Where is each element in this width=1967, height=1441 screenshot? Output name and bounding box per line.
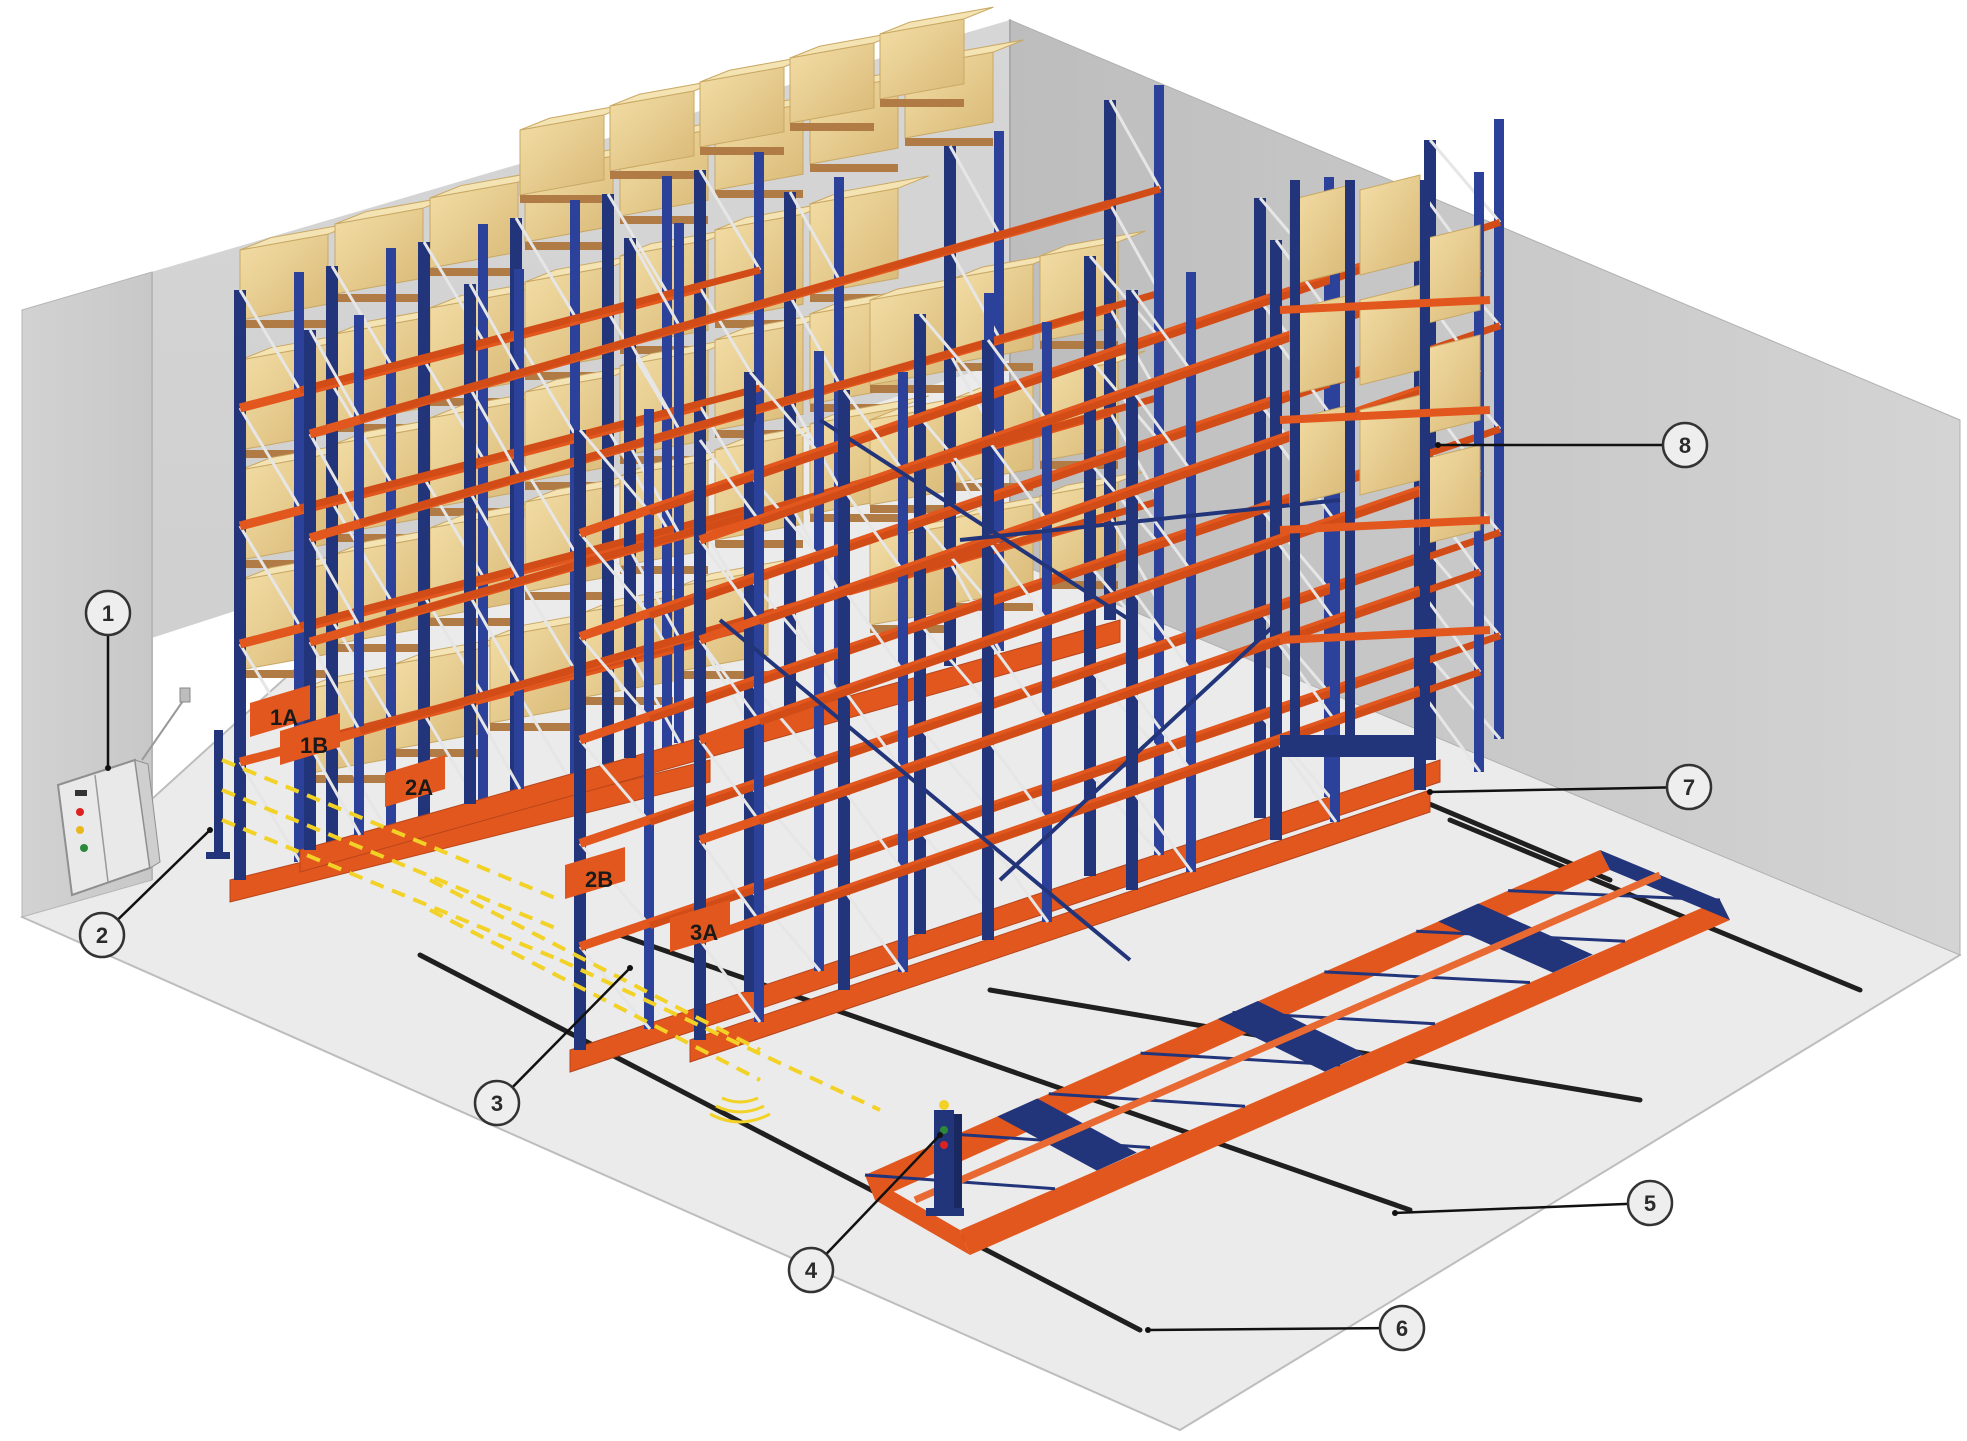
floor-rails bbox=[417, 797, 1863, 1333]
callout-circle bbox=[1661, 421, 1709, 469]
callout-number: 1 bbox=[102, 601, 114, 626]
mobile-base-icon bbox=[864, 850, 1730, 1255]
pallet-box bbox=[239, 221, 359, 328]
callout-number: 6 bbox=[1396, 1316, 1408, 1341]
callout-circle bbox=[1378, 1304, 1426, 1352]
fixed-rack-icon bbox=[1279, 174, 1491, 757]
callout-leader bbox=[101, 829, 211, 936]
callout-2: 2 bbox=[78, 827, 213, 959]
callout-number: 4 bbox=[805, 1258, 818, 1283]
callout-circle bbox=[1626, 1179, 1674, 1227]
rack-label-1b: 1B bbox=[280, 713, 340, 765]
callout-leader bbox=[1429, 785, 1690, 794]
callout-leader bbox=[1394, 1201, 1651, 1215]
callout-5: 5 bbox=[1392, 1179, 1674, 1227]
callout-circle bbox=[78, 911, 126, 959]
rack-label-text: 3A bbox=[690, 920, 718, 945]
callout-3: 3 bbox=[473, 965, 633, 1127]
pallet-box bbox=[609, 78, 724, 179]
callout-leader bbox=[496, 967, 631, 1104]
rack-label-text: 2B bbox=[585, 867, 613, 892]
rack-label-text: 1A bbox=[270, 705, 298, 730]
callout-leader bbox=[1147, 1326, 1403, 1332]
rack-label-2a: 2A bbox=[385, 755, 445, 807]
callout-number: 3 bbox=[491, 1091, 503, 1116]
callout-1: 1 bbox=[84, 589, 132, 771]
callout-circle bbox=[787, 1246, 835, 1294]
callout-number: 7 bbox=[1683, 775, 1695, 800]
callout-8: 8 bbox=[1435, 421, 1709, 469]
callout-circle bbox=[1665, 763, 1713, 811]
callout-4: 4 bbox=[787, 1132, 943, 1294]
rack-label-1a: 1A bbox=[250, 685, 310, 737]
rack-label-2b: 2B bbox=[565, 847, 625, 899]
callouts: 1 2 3 4 5 6 7 8 bbox=[78, 421, 1713, 1352]
photoelectric-sensor-icon bbox=[709, 1096, 771, 1124]
callout-number: 2 bbox=[96, 923, 108, 948]
mobile-racks bbox=[229, 85, 1504, 1073]
callout-number: 5 bbox=[1644, 1191, 1656, 1216]
control-cabinet-icon bbox=[56, 687, 191, 897]
rack-label-text: 1B bbox=[300, 733, 328, 758]
pallet-box bbox=[524, 363, 644, 490]
callout-circle bbox=[473, 1079, 521, 1127]
callout-circle bbox=[84, 589, 132, 637]
rack-label-3a: 3A bbox=[670, 900, 730, 952]
callout-number: 8 bbox=[1679, 433, 1691, 458]
callout-7: 7 bbox=[1427, 763, 1713, 811]
rack-bracing bbox=[718, 418, 1341, 962]
pallet-box bbox=[789, 30, 904, 131]
pallet-box bbox=[519, 102, 634, 203]
callout-leader bbox=[810, 1134, 941, 1271]
pallet-box bbox=[699, 54, 814, 155]
rack-label-text: 2A bbox=[405, 775, 433, 800]
callout-6: 6 bbox=[1145, 1304, 1426, 1352]
pallet-box bbox=[879, 6, 994, 107]
